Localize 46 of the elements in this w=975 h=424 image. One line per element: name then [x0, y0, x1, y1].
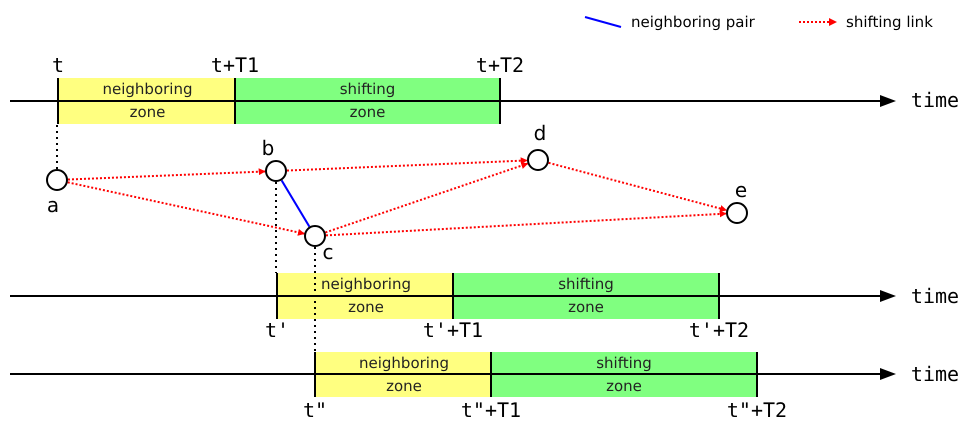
node-letter: e — [734, 178, 748, 202]
node-letter: a — [46, 193, 60, 217]
axis-label: t+T1 — [210, 53, 260, 77]
node-letter: d — [534, 121, 546, 145]
leader-line — [56, 124, 58, 169]
zone-band — [452, 273, 720, 319]
legend-label: neighboring pair — [631, 13, 755, 31]
axis-label: t" — [302, 398, 328, 422]
zone-label: shifting zone — [596, 352, 652, 396]
zone-band — [276, 273, 454, 319]
axis-label: time — [910, 88, 960, 112]
zone-band — [57, 78, 236, 124]
axis-label: t'+T1 — [422, 318, 484, 342]
axis-label: t"+T2 — [726, 398, 788, 422]
zone-band — [490, 352, 758, 397]
arrow — [548, 162, 728, 212]
axis-label: t' — [264, 318, 290, 342]
legend-label: shifting link — [846, 13, 933, 31]
zone-band — [314, 352, 492, 397]
axis-label: time — [910, 284, 960, 308]
node-circle — [304, 225, 326, 247]
node-circle — [726, 202, 748, 224]
zone-label: neighboring zone — [102, 79, 192, 123]
arrow — [286, 157, 528, 172]
arrow — [326, 210, 727, 236]
axis-label: t'+T2 — [688, 318, 750, 342]
arrow — [68, 168, 266, 181]
axis-label: time — [910, 362, 960, 386]
link-line — [280, 180, 310, 228]
node-circle — [46, 169, 68, 191]
axis-label: t+T2 — [476, 53, 524, 77]
axis-label: t"+T1 — [460, 398, 522, 422]
axis-label: t — [52, 53, 64, 77]
arrow — [325, 162, 528, 234]
leader-line — [275, 182, 277, 273]
leader-line — [314, 247, 316, 352]
zone-band — [234, 78, 501, 124]
zone-label: shifting zone — [340, 79, 396, 123]
node-circle — [265, 160, 287, 182]
node-letter: c — [322, 240, 334, 264]
zone-label: shifting zone — [558, 274, 614, 318]
zone-label: neighboring zone — [321, 274, 411, 318]
zone-label: neighboring zone — [359, 352, 449, 396]
arrow — [68, 181, 305, 236]
node-circle — [527, 149, 549, 171]
node-letter: b — [262, 136, 274, 160]
